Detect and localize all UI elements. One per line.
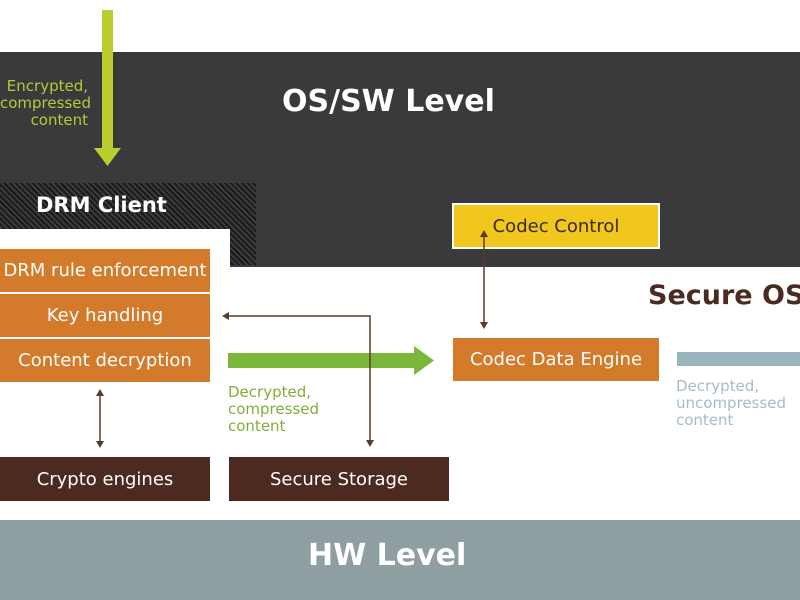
decrypted-uncompressed-bar [677, 352, 800, 366]
drm-client-title: DRM Client [36, 193, 167, 217]
hw-level-band [0, 520, 800, 600]
drm-rule-enforcement-label: DRM rule enforcement [3, 260, 207, 281]
encrypted-line-2: compressed [0, 94, 92, 112]
hw-level-title: HW Level [308, 538, 467, 573]
content-decryption-box: Content decryption [0, 339, 210, 382]
encrypted-line-3: content [30, 111, 88, 129]
secure-storage-box: Secure Storage [229, 457, 449, 501]
decrypted-compressed-line-2: compressed [228, 400, 320, 418]
decrypted-uncompressed-line-2: uncompressed [676, 394, 787, 412]
encrypted-line-1: Encrypted, [6, 77, 88, 95]
key-handling-box: Key handling [0, 294, 210, 337]
content-decryption-label: Content decryption [18, 350, 192, 371]
decrypted-uncompressed-label: Decrypted, uncompressed content [676, 378, 786, 429]
codec-control-label: Codec Control [492, 215, 620, 237]
crypto-link-arrow [96, 389, 104, 448]
decrypted-compressed-label: Decrypted, compressed content [228, 384, 319, 435]
codec-link-arrow [480, 230, 488, 329]
codec-control-box: Codec Control [452, 203, 660, 249]
encrypted-content-label: Encrypted, compressed content [0, 77, 92, 129]
os-sw-level-title: OS/SW Level [282, 84, 495, 119]
codec-data-engine-label: Codec Data Engine [469, 349, 643, 370]
decrypted-compressed-line-3: content [228, 417, 286, 435]
secure-storage-label: Secure Storage [269, 468, 409, 490]
encrypted-content-arrow [94, 10, 121, 166]
codec-data-engine-box: Codec Data Engine [453, 338, 659, 381]
key-handling-label: Key handling [46, 305, 164, 326]
storage-key-link-arrow [222, 312, 374, 447]
secure-os-title: Secure OS [648, 280, 800, 311]
crypto-engines-box: Crypto engines [0, 457, 210, 501]
decrypted-uncompressed-line-1: Decrypted, [676, 377, 759, 395]
crypto-engines-label: Crypto engines [36, 468, 174, 490]
decrypted-uncompressed-line-3: content [676, 411, 734, 429]
decrypted-compressed-line-1: Decrypted, [228, 383, 311, 401]
drm-rule-enforcement-box: DRM rule enforcement [0, 249, 210, 292]
decrypted-compressed-arrow [228, 346, 434, 375]
